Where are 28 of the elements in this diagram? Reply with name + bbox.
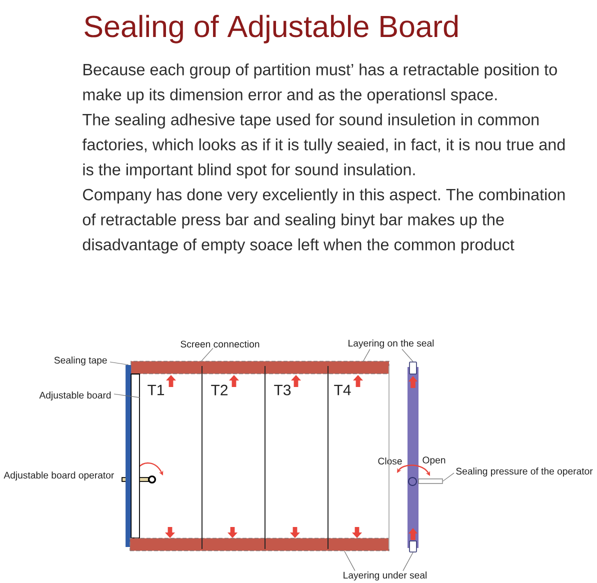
callout-text: Sealing pressure of the operator (456, 468, 593, 476)
leader-line (363, 348, 370, 362)
callout-text: Layering on the seal (348, 340, 434, 348)
direction-label: Close (378, 457, 402, 465)
leader-line (402, 552, 414, 572)
leader-line (442, 472, 454, 482)
seal-cap (409, 362, 417, 374)
callout-text: Adjustable board operator (4, 472, 114, 480)
sealing-tape (126, 365, 132, 547)
seal-cap (409, 540, 417, 552)
title: Sealing of Adjustable Board (84, 14, 458, 44)
body-text: Because each group of partition must’ has a retractable position to make up its dimension error and as the operationsl space. (83, 63, 557, 104)
leader-line (344, 550, 356, 572)
panel-label: T1 (148, 384, 164, 396)
callout-text: Sealing tape (54, 356, 107, 366)
seal-bar (130, 538, 390, 552)
leader-line (201, 348, 214, 362)
callout-text: Screen connection (180, 340, 260, 348)
seal-bar (130, 360, 390, 374)
body-text: Company has done very exceliently in this aspect. The combination of retractable press bar and sealing binyt bar makes up the disadvantage of empty soace left when the common product (82, 188, 565, 254)
leader-line (402, 348, 414, 362)
operator-lever (418, 478, 443, 484)
body-text: The sealing adhesive tape used for sound insuletion in common factories, which looks as if it is tully seaied, in fact, it is nou true and is the important blind spot for sound insulation. (82, 113, 565, 179)
leader-line (110, 362, 129, 366)
direction-label: Open (422, 456, 446, 466)
adjustable-board (130, 374, 140, 538)
callout-text: Adjustable board (39, 392, 111, 400)
callout-text: Layering under seal (344, 572, 426, 580)
